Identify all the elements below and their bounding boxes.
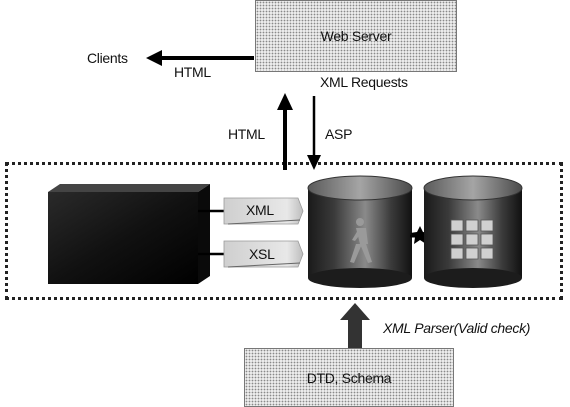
parser-up-arrow xyxy=(340,303,370,350)
xml-tag-shape xyxy=(223,197,304,225)
web-server-label: Web Server xyxy=(320,28,392,44)
xsl-tag-shape xyxy=(223,240,304,268)
html-up-arrow xyxy=(277,93,293,170)
xsl-doc-label: XSL xyxy=(249,246,275,262)
grid-database-icon xyxy=(423,175,523,288)
clients-label: Clients xyxy=(87,50,128,66)
xml-parser-label: XML Parser(Valid check) xyxy=(383,320,530,336)
dtd-schema-box: DTD, Schema xyxy=(244,348,454,407)
web-server-box: Web Server xyxy=(255,0,457,72)
walking-figure-icon xyxy=(350,218,372,263)
xml-parser-paren: (Valid check) xyxy=(453,320,531,336)
asp-down-arrow xyxy=(307,96,321,170)
xml-requests-label: XML Requests xyxy=(320,74,408,90)
asp-down-label: ASP xyxy=(325,126,353,142)
server-block-icon xyxy=(48,184,210,284)
html-up-label: HTML xyxy=(228,126,265,142)
clients-arrow xyxy=(146,50,254,66)
xml-doc-label: XML xyxy=(246,202,274,218)
xml-parser-main: XML Parser xyxy=(383,320,454,336)
html-to-clients-label: HTML xyxy=(174,64,211,80)
dtd-schema-label: DTD, Schema xyxy=(306,369,392,386)
